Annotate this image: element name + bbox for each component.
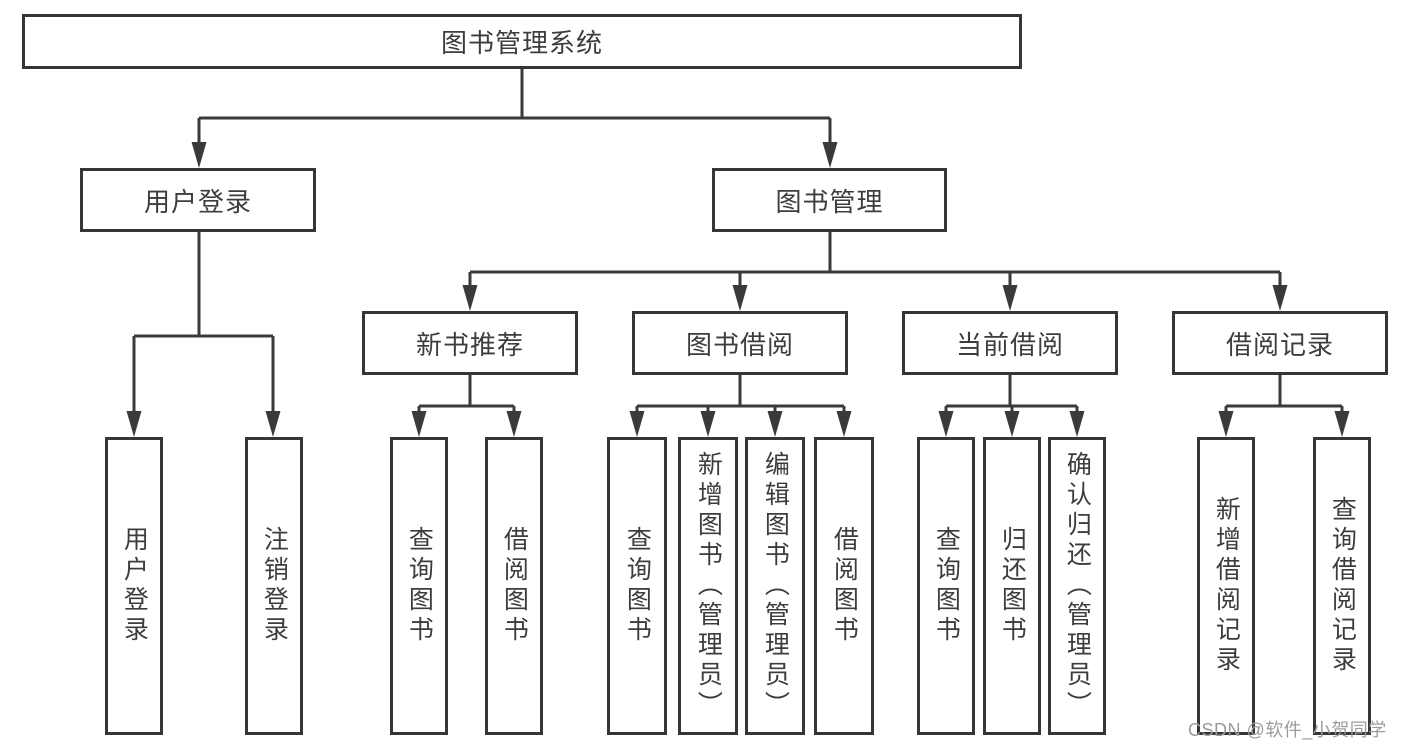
leaf-label: 确认归还（管理员） — [1063, 451, 1092, 721]
leaf-label: 注销登录 — [260, 526, 289, 646]
node-current-borrowing: 当前借阅 — [902, 311, 1118, 375]
leaf-label: 查询图书 — [932, 526, 961, 646]
leaf-query-borrow-record: 查询借阅记录 — [1313, 437, 1371, 735]
leaf-label: 借阅图书 — [500, 526, 529, 646]
leaf-borrow-books-borrowing: 借阅图书 — [814, 437, 874, 735]
leaf-query-books-borrowing: 查询图书 — [607, 437, 667, 735]
node-new-book-recommendation: 新书推荐 — [362, 311, 578, 375]
leaf-add-borrow-record: 新增借阅记录 — [1197, 437, 1255, 735]
leaf-label: 新增借阅记录 — [1212, 496, 1241, 676]
watermark: CSDN @软件_小贺同学 — [1188, 720, 1387, 740]
leaf-query-books-recommend: 查询图书 — [390, 437, 448, 735]
leaf-label: 查询图书 — [623, 526, 652, 646]
leaf-label: 新增图书（管理员） — [694, 451, 723, 721]
leaf-return-books: 归还图书 — [983, 437, 1041, 735]
leaf-label: 查询借阅记录 — [1328, 496, 1357, 676]
node-borrowing-records: 借阅记录 — [1172, 311, 1388, 375]
node-book-borrowing: 图书借阅 — [632, 311, 848, 375]
leaf-add-book-admin: 新增图书（管理员） — [678, 437, 738, 735]
leaf-label: 编辑图书（管理员） — [761, 451, 790, 721]
leaf-user-login: 用户登录 — [105, 437, 163, 735]
leaf-label: 借阅图书 — [830, 526, 859, 646]
leaf-label: 归还图书 — [998, 526, 1027, 646]
leaf-query-books-current: 查询图书 — [917, 437, 975, 735]
arrowheads — [126, 142, 1350, 437]
node-user-login: 用户登录 — [80, 168, 316, 232]
leaf-logout: 注销登录 — [245, 437, 303, 735]
node-book-management: 图书管理 — [712, 168, 947, 232]
leaf-edit-book-admin: 编辑图书（管理员） — [745, 437, 805, 735]
node-library-management-system: 图书管理系统 — [22, 14, 1022, 69]
leaf-label: 查询图书 — [405, 526, 434, 646]
leaf-label: 用户登录 — [120, 526, 149, 646]
leaf-borrow-books-recommend: 借阅图书 — [485, 437, 543, 735]
leaf-confirm-return-admin: 确认归还（管理员） — [1048, 437, 1106, 735]
